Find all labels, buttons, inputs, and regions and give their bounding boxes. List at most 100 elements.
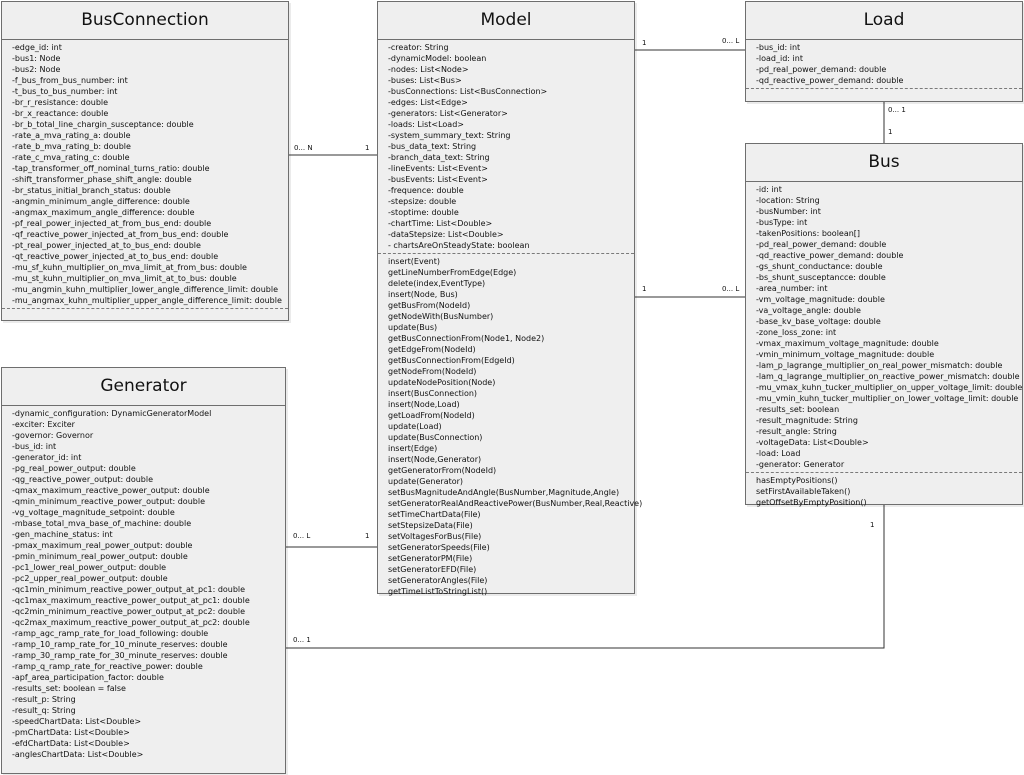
method: getOffsetByEmptyPosition() bbox=[756, 498, 867, 507]
method: getLoadFrom(NodeId) bbox=[388, 411, 475, 420]
attribute: -base_kv_base_voltage: double bbox=[756, 317, 881, 326]
attribute: -pt_real_power_injected_at_to_bus_end: d… bbox=[12, 241, 201, 250]
attribute: -rate_a_mva_rating_a: double bbox=[12, 131, 131, 140]
attribute: -qc2min_minimum_reactive_power_output_at… bbox=[12, 607, 246, 616]
attribute: -va_voltage_angle: double bbox=[756, 306, 861, 315]
attribute: -dynamic_configuration: DynamicGenerator… bbox=[12, 409, 212, 418]
attribute: -qc1max_maximum_reactive_power_output_at… bbox=[12, 596, 250, 605]
method: setGeneratorRealAndReactivePower(BusNumb… bbox=[388, 499, 643, 508]
method: getNodeWith(BusNumber) bbox=[388, 312, 494, 321]
attribute: -load_id: int bbox=[756, 54, 803, 63]
attribute: -mu_vmax_kuhn_tucker_multiplier_on_upper… bbox=[756, 383, 1023, 392]
attribute: -creator: String bbox=[388, 43, 449, 52]
method: update(BusConnection) bbox=[388, 433, 483, 442]
attribute: -loads: List<Load> bbox=[388, 120, 464, 129]
method: setGeneratorAngles(File) bbox=[388, 576, 488, 585]
attribute: -busEvents: List<Event> bbox=[388, 175, 488, 184]
attribute: -angmin_minimum_angle_difference: double bbox=[12, 197, 190, 206]
attribute: -chartTime: List<Double> bbox=[388, 219, 493, 228]
attribute: -tap_transformer_off_nominal_turns_ratio… bbox=[12, 164, 210, 173]
attribute: -dynamicModel: boolean bbox=[388, 54, 487, 63]
multiplicity-label: 1 bbox=[365, 532, 370, 540]
method: getBusFrom(NodeId) bbox=[388, 301, 471, 310]
attribute: -pf_real_power_injected_at_from_bus_end:… bbox=[12, 219, 212, 228]
attribute: -rate_c_mva_rating_c: double bbox=[12, 153, 130, 162]
attribute: -mu_angmax_kuhn_multiplier_upper_angle_d… bbox=[12, 296, 282, 305]
multiplicity-label: 0... L bbox=[722, 285, 740, 293]
class-model[interactable]: Model -creator: String -dynamicModel: bo… bbox=[377, 1, 643, 597]
method: setStepsizeData(File) bbox=[388, 521, 473, 530]
attributes-section: -dynamic_configuration: DynamicGenerator… bbox=[2, 406, 285, 760]
attribute: -zone_loss_zone: int bbox=[756, 328, 837, 337]
attribute: -ramp_q_ramp_rate_for_reactive_power: do… bbox=[12, 662, 203, 671]
attribute: -qc1min_minimum_reactive_power_output_at… bbox=[12, 585, 246, 594]
attribute: -qf_reactive_power_injected_at_from_bus_… bbox=[12, 230, 229, 239]
attribute: -governor: Governor bbox=[12, 431, 94, 440]
attribute: -rate_b_mva_rating_b: double bbox=[12, 142, 131, 151]
attribute: -edges: List<Edge> bbox=[388, 98, 468, 107]
method: getLineNumberFromEdge(Edge) bbox=[388, 268, 517, 277]
attribute: -mbase_total_mva_base_of_machine: double bbox=[12, 519, 192, 528]
method: getNodeFrom(NodeId) bbox=[388, 367, 477, 376]
class-title: Generator bbox=[2, 368, 285, 406]
attribute: -mu_angmin_kuhn_multiplier_lower_angle_d… bbox=[12, 285, 278, 294]
method: setGeneratorEFD(File) bbox=[388, 565, 477, 574]
method: setBusMagnitudeAndAngle(BusNumber,Magnit… bbox=[388, 488, 620, 497]
multiplicity-label: 0... N bbox=[294, 144, 313, 152]
method: setFirstAvailableTaken() bbox=[756, 487, 851, 496]
attribute: -result_magnitude: String bbox=[756, 416, 858, 425]
attribute: -vm_voltage_magnitude: double bbox=[756, 295, 885, 304]
attribute: -pc1_lower_real_power_output: double bbox=[12, 563, 167, 572]
class-load[interactable]: Load -bus_id: int -load_id: int -pd_real… bbox=[745, 1, 1023, 102]
attribute: -pmChartData: List<Double> bbox=[12, 728, 130, 737]
attribute: -qg_reactive_power_output: double bbox=[12, 475, 154, 484]
class-bus[interactable]: Bus -id: int -location: String -busNumbe… bbox=[745, 143, 1023, 507]
attribute: -angmax_maximum_angle_difference: double bbox=[12, 208, 195, 217]
method: setTimeChartData(File) bbox=[388, 510, 481, 519]
compartment-divider bbox=[746, 472, 1022, 473]
multiplicity-label: 1 bbox=[642, 39, 647, 47]
method: insert(Node,Load) bbox=[388, 400, 460, 409]
attribute: -pmax_maximum_real_power_output: double bbox=[12, 541, 193, 550]
multiplicity-label: 1 bbox=[642, 285, 647, 293]
attribute: -bus_id: int bbox=[12, 442, 57, 451]
attribute: -edge_id: int bbox=[12, 43, 62, 52]
attributes-section: -edge_id: int -bus1: Node -bus2: Node -f… bbox=[2, 40, 288, 306]
attribute: -gen_machine_status: int bbox=[12, 530, 113, 539]
attribute: -pmin_minimum_real_power_output: double bbox=[12, 552, 188, 561]
attribute: -vg_voltage_magnitude_setpoint: double bbox=[12, 508, 175, 517]
attribute: -br_x_reactance: double bbox=[12, 109, 109, 118]
attribute: -stoptime: double bbox=[388, 208, 459, 217]
method: update(Load) bbox=[388, 422, 442, 431]
attribute: -speedChartData: List<Double> bbox=[12, 717, 142, 726]
method: getGeneratorFrom(NodeId) bbox=[388, 466, 497, 475]
attribute: -gs_shunt_conductance: double bbox=[756, 262, 883, 271]
class-generator[interactable]: Generator -dynamic_configuration: Dynami… bbox=[1, 367, 286, 774]
attribute: -buses: List<Bus> bbox=[388, 76, 462, 85]
attribute: -nodes: List<Node> bbox=[388, 65, 469, 74]
methods-section: insert(Event) getLineNumberFromEdge(Edge… bbox=[378, 254, 643, 597]
attribute: -lam_q_lagrange_multiplier_on_reactive_p… bbox=[756, 372, 1020, 381]
attribute: -generator: Generator bbox=[756, 460, 845, 469]
method: insert(BusConnection) bbox=[388, 389, 478, 398]
class-busconnection[interactable]: BusConnection -edge_id: int -bus1: Node … bbox=[1, 1, 289, 321]
multiplicity-label: 0... 1 bbox=[293, 636, 311, 644]
attribute: -busNumber: int bbox=[756, 207, 821, 216]
attribute: -br_b_total_line_chargin_susceptance: do… bbox=[12, 120, 194, 129]
method: insert(Node,Generator) bbox=[388, 455, 482, 464]
attribute: -qmin_minimum_reactive_power_output: dou… bbox=[12, 497, 205, 506]
attribute: -pd_real_power_demand: double bbox=[756, 240, 887, 249]
attribute: -result_p: String bbox=[12, 695, 76, 704]
compartment-divider bbox=[746, 88, 1022, 89]
attribute: -ramp_agc_ramp_rate_for_load_following: … bbox=[12, 629, 209, 638]
attribute: -bs_shunt_susceptancce: double bbox=[756, 273, 886, 282]
attribute: -efdChartData: List<Double> bbox=[12, 739, 130, 748]
compartment-divider bbox=[2, 308, 288, 309]
attribute: -pd_real_power_demand: double bbox=[756, 65, 887, 74]
attribute: -qmax_maximum_reactive_power_output: dou… bbox=[12, 486, 210, 495]
attribute: -qc2max_maximum_reactive_power_output_at… bbox=[12, 618, 250, 627]
attribute: - chartsAreOnSteadyState: boolean bbox=[388, 241, 530, 250]
multiplicity-label: 0... 1 bbox=[888, 106, 906, 114]
compartment-divider bbox=[378, 253, 634, 254]
